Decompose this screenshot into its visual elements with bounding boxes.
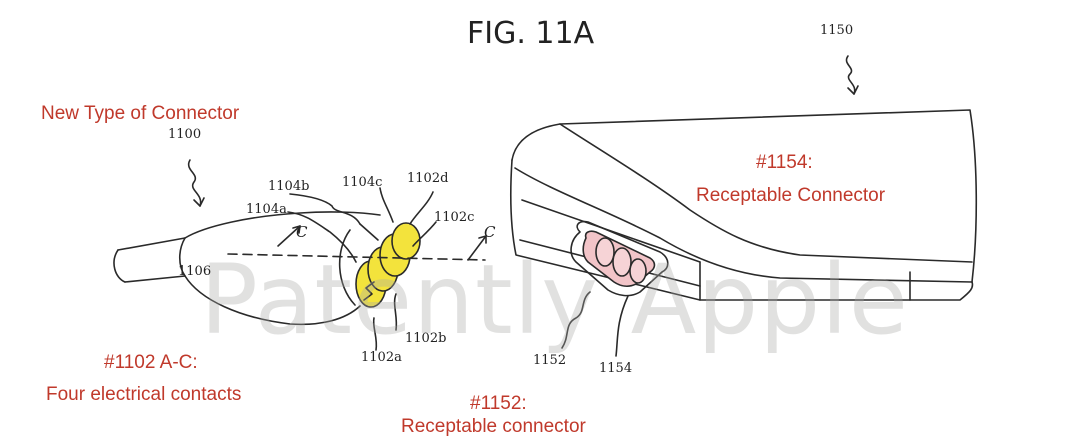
- ref-c-left: C: [296, 223, 308, 241]
- axis-arrow-left: [277, 225, 301, 247]
- plug-connector: [113, 211, 381, 326]
- ref-1100: 1100: [168, 127, 202, 142]
- watermark: Patently Apple: [200, 244, 909, 356]
- axis-line: [227, 253, 486, 261]
- annotation-1102-text: Four electrical contacts: [46, 384, 242, 405]
- ref-1104a: 1104a: [246, 202, 287, 217]
- annotation-1152-number: #1152:: [470, 393, 527, 414]
- electrical-contacts: [355, 222, 421, 308]
- annotation-1154-number: #1154:: [756, 152, 813, 173]
- ref-1102b: 1102b: [405, 331, 447, 346]
- ref-1150: 1150: [820, 23, 854, 38]
- annotation-1152-text: Receptable connector: [401, 416, 586, 437]
- ref-1104b: 1104b: [268, 179, 310, 194]
- receptacle-port: [570, 220, 669, 297]
- ref-1102a: 1102a: [361, 350, 402, 365]
- ref-1102d: 1102d: [407, 171, 449, 186]
- ref-c-right: C: [484, 223, 496, 241]
- axis-arrow-right: [467, 235, 487, 261]
- annotation-1154-text: Receptable Connector: [696, 185, 886, 206]
- ref-1106: 1106: [178, 264, 212, 279]
- annotation-1102-number: #1102 A-C:: [104, 352, 198, 373]
- figure-title: FIG. 11A: [467, 16, 595, 51]
- leader-lines: [187, 55, 859, 357]
- ref-1104c: 1104c: [342, 175, 383, 190]
- ref-1102c: 1102c: [434, 210, 475, 225]
- ref-1154: 1154: [599, 361, 633, 376]
- ref-1152: 1152: [533, 353, 567, 368]
- annotation-new-connector: New Type of Connector: [41, 103, 240, 124]
